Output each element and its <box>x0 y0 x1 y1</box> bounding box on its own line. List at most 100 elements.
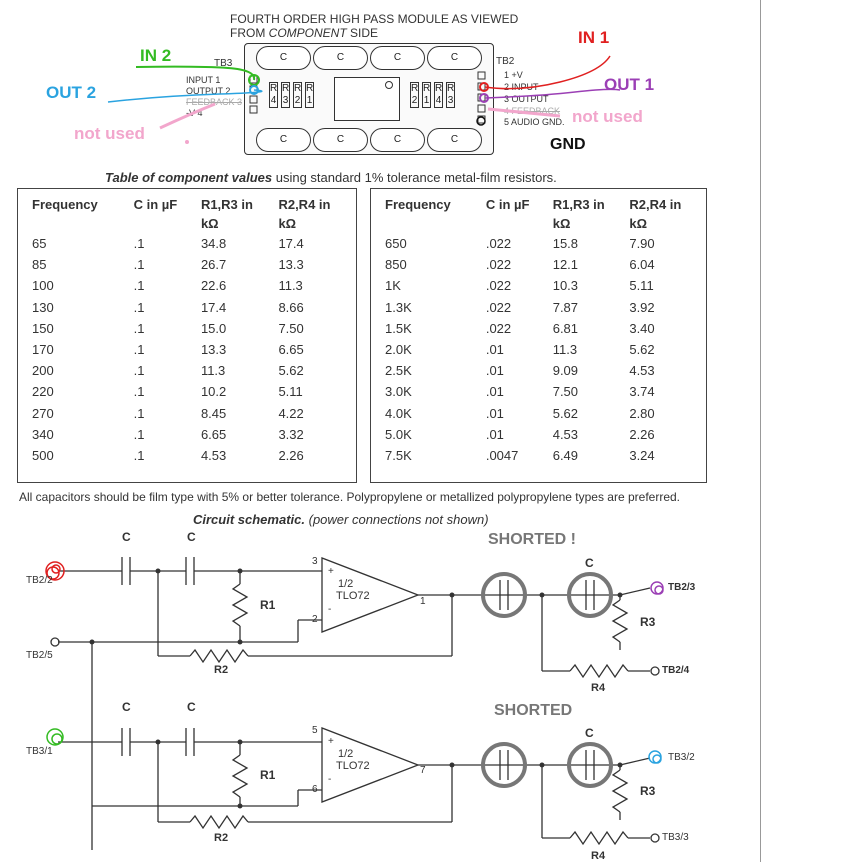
annotation-in2: IN 2 <box>140 46 172 65</box>
table-cell: 4.22 <box>278 405 304 421</box>
tb3-pin-feedback3: FEEDBACK 3 <box>186 97 243 107</box>
pcb-capacitor: C <box>370 128 425 152</box>
schem-r3-label: R3 <box>640 615 656 629</box>
schem-r3b-label: R3 <box>640 784 656 798</box>
table-cell: 150 <box>32 320 54 336</box>
schem-op2-pin-fb: 6 <box>312 784 318 795</box>
schem-op2-half: 1/2 <box>338 748 354 760</box>
schem-c3-label: C <box>585 556 594 570</box>
schem-op2-pin-out: 7 <box>420 765 426 776</box>
tb2-pin-feedback4: 4 FEEDBACK <box>504 106 561 116</box>
schem-r2b-label: R2 <box>214 832 229 844</box>
table-cell: .022 <box>485 299 512 315</box>
schem-r2-label: R2 <box>214 664 229 676</box>
schem-op1-minus: - <box>328 604 332 615</box>
table-right-header: Frequency <box>385 197 451 212</box>
schem-op1-pin-fb: 2 <box>312 614 318 625</box>
pcb-capacitor: C <box>256 128 311 152</box>
table-left-header: R2,R4 in kΩ <box>278 197 331 231</box>
table-cell: 9.09 <box>552 363 579 379</box>
schem-c6-label: C <box>585 726 594 740</box>
table-cell: 7.90 <box>629 236 655 251</box>
table-cell: 100 <box>32 278 54 294</box>
table-cell: 3.24 <box>629 448 655 464</box>
schem-c5-label: C <box>187 700 196 714</box>
annotation-shorted-2: SHORTED <box>494 702 573 719</box>
table-cell: 2.0K <box>385 342 412 358</box>
table-cell: .1 <box>133 342 145 358</box>
schem-op1-pin-out: 1 <box>420 596 426 607</box>
table-cell: 2.5K <box>385 363 412 379</box>
schem-c2-label: C <box>187 530 196 544</box>
table-cell: 65 <box>32 236 47 251</box>
schem-c1-label: C <box>122 530 131 544</box>
table-cell: 15.0 <box>200 320 227 336</box>
table-cell: 17.4 <box>278 236 304 251</box>
table-cell: .1 <box>133 299 145 315</box>
pcb-title-line2: FROM COMPONENT SIDE <box>230 26 379 40</box>
pcb-capacitor: C <box>256 46 311 70</box>
table-cell: 11.3 <box>200 363 226 379</box>
annotation-not-used-left: not used <box>74 124 145 143</box>
tb3-pin-output2: OUTPUT 2 <box>186 86 231 96</box>
table-cell: 5.0K <box>385 426 412 442</box>
table-cell: 1.5K <box>385 320 412 336</box>
pcb-annotation-wires <box>107 55 621 144</box>
schem-op2-plus: + <box>328 736 334 747</box>
footnote: All capacitors should be film type with … <box>19 490 681 504</box>
table-cell: 850 <box>385 257 407 273</box>
table-cell: .022 <box>485 236 512 251</box>
table-cell: .0047 <box>485 448 519 464</box>
table-cell: 4.53 <box>629 363 655 379</box>
table-cell: 10.3 <box>552 278 579 294</box>
table-cell: .1 <box>133 257 145 273</box>
tb2-label: TB2 <box>496 56 515 67</box>
table-cell: 2.26 <box>629 426 655 442</box>
annotation-out2: OUT 2 <box>46 83 97 102</box>
table-cell: 7.87 <box>552 299 579 315</box>
table-cell: .1 <box>133 278 145 294</box>
table-cell: 170 <box>32 342 54 358</box>
tb2-pin-output3: 3 OUTPUT <box>504 94 549 104</box>
table-left-header: C in µF <box>133 197 178 212</box>
table-cell: 12.1 <box>552 257 579 273</box>
schem-op1-name: TLO72 <box>336 590 370 602</box>
table-cell: 3.74 <box>629 384 655 400</box>
pcb-capacitor: C <box>313 128 368 152</box>
schem-r4b-label: R4 <box>591 850 606 862</box>
table-cell: .022 <box>485 257 512 273</box>
table-cell: 8.45 <box>200 405 227 421</box>
table-left-header: Frequency <box>32 197 98 212</box>
schem-r1-label: R1 <box>260 598 276 612</box>
schem-tb-in1: TB2/2 <box>26 575 53 586</box>
table-cell: 6.65 <box>278 342 304 358</box>
table-cell: .022 <box>485 320 512 336</box>
table-cell: 650 <box>385 236 407 251</box>
pcb-ic-chip <box>334 77 400 121</box>
table-cell: 17.4 <box>200 299 227 315</box>
ic-pin1-dot <box>385 81 393 89</box>
table-cell: 5.62 <box>278 363 304 379</box>
table-cell: 26.7 <box>200 257 227 273</box>
tb3-pin-input1: INPUT 1 <box>186 75 221 85</box>
table-cell: 340 <box>32 426 54 442</box>
table-cell: 34.8 <box>200 236 227 251</box>
table-cell: 1.3K <box>385 299 412 315</box>
table-cell: 4.53 <box>200 448 227 464</box>
schem-op2-name: TLO72 <box>336 760 370 772</box>
table-cell: 10.2 <box>200 384 227 400</box>
table-cell: 6.49 <box>552 448 579 464</box>
table-cell: .1 <box>133 320 145 336</box>
